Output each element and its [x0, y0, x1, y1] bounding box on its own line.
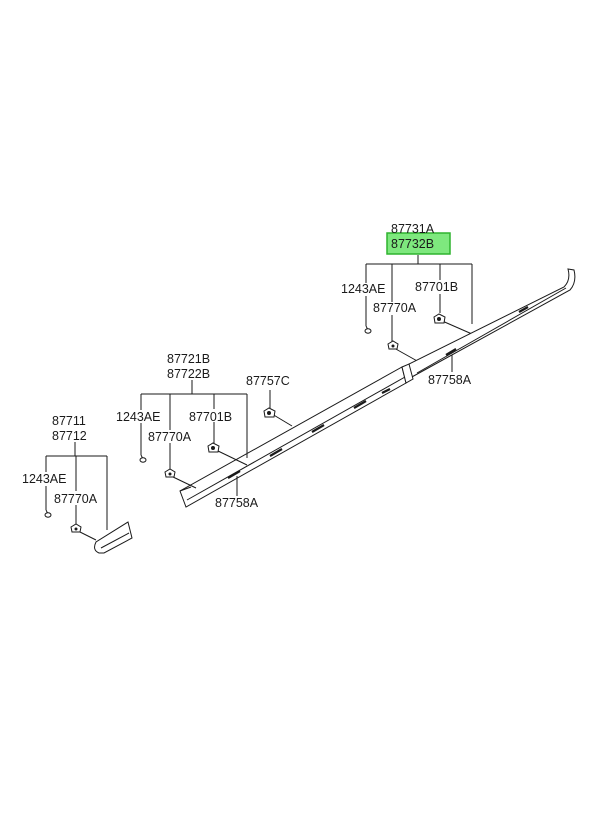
leader-lines-group-b [140, 380, 293, 496]
label-87731a[interactable]: 87731A [391, 222, 435, 236]
label-87770a-c[interactable]: 87770A [54, 492, 98, 506]
joint-cap [401, 363, 414, 384]
label-87770a-b[interactable]: 87770A [148, 430, 192, 444]
clip-87757c[interactable] [263, 407, 276, 418]
retainer-87701b-b[interactable] [207, 442, 220, 453]
label-87722b[interactable]: 87722B [167, 367, 210, 381]
label-87758a-b[interactable]: 87758A [215, 496, 259, 510]
label-87732b[interactable]: 87732B [391, 237, 434, 251]
bolt-1243ae-b[interactable] [139, 454, 147, 463]
label-1243ae-c[interactable]: 1243AE [22, 472, 66, 486]
label-87711[interactable]: 87711 [52, 414, 86, 428]
label-87712[interactable]: 87712 [52, 429, 87, 443]
clip-87770a-a[interactable] [387, 340, 399, 350]
label-87701b-b[interactable]: 87701B [189, 410, 232, 424]
clip-87770a-b[interactable] [164, 468, 176, 478]
bolt-1243ae-c[interactable] [44, 509, 52, 518]
retainer-87701b-a[interactable] [433, 313, 446, 324]
label-1243ae-a[interactable]: 1243AE [341, 282, 385, 296]
clip-87770a-c[interactable] [70, 523, 82, 533]
label-87758a-a[interactable]: 87758A [428, 373, 472, 387]
label-87770a-a[interactable]: 87770A [373, 301, 417, 315]
label-1243ae-b[interactable]: 1243AE [116, 410, 160, 424]
highlight-87732b[interactable] [386, 232, 451, 255]
moulding-rear[interactable] [408, 268, 576, 379]
label-87701b-a[interactable]: 87701B [415, 280, 458, 294]
label-87757c[interactable]: 87757C [246, 374, 290, 388]
moulding-front[interactable] [94, 521, 133, 554]
leader-lines-group-c [45, 442, 108, 541]
bolt-1243ae-a[interactable] [364, 325, 372, 334]
label-87721b[interactable]: 87721B [167, 352, 210, 366]
moulding-center[interactable] [179, 366, 407, 508]
leader-lines-group-a [365, 255, 473, 372]
